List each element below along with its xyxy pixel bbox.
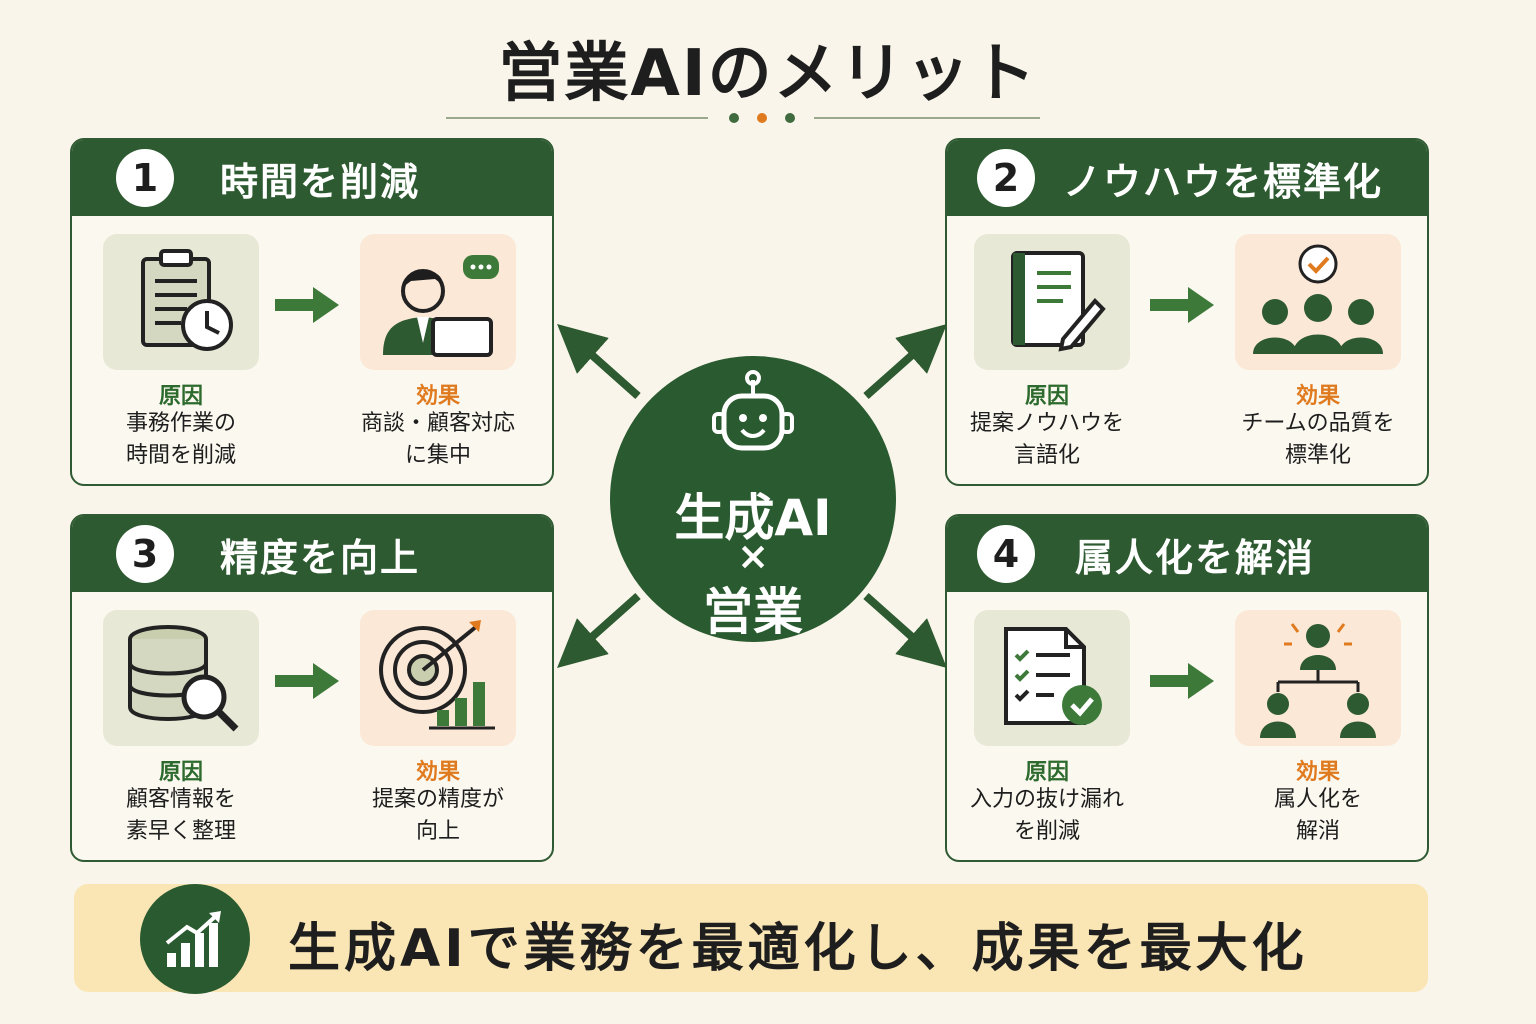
growth-chart-icon [140,884,250,994]
card-title: 属人化を解消 [1075,535,1316,580]
arrow-right-icon [1150,663,1214,699]
spoke-arrow-1 [557,324,641,399]
card-title: 精度を向上 [220,535,421,580]
card-title: ノウハウを標準化 [1063,159,1384,204]
card-number: 2 [977,149,1035,207]
title-dot [757,113,767,123]
target-chart-icon [360,610,516,746]
effect-description: 提案の精度が 向上 [371,787,504,844]
cause-label: 原因 [158,760,203,785]
effect-label: 効果 [1295,384,1340,409]
page-title: 営業AIのメリット [498,37,1038,111]
spoke-arrow-3 [557,593,641,668]
cause-description: 入力の抜け漏れ を削減 [969,787,1124,844]
book-pencil-icon [974,234,1130,370]
summary-banner: 生成AIで業務を最適化し、成果を最大化 [74,884,1428,994]
benefit-card-2: 2 ノウハウを標準化 原因 効果 提案ノウハウを 言語化 [945,138,1429,486]
database-search-icon [103,610,259,746]
salesperson-laptop-icon [360,234,516,370]
card-title: 時間を削減 [220,159,421,204]
clipboard-clock-icon [103,234,259,370]
spoke-arrow-4 [863,593,947,668]
title-rule-left [446,117,708,119]
benefit-card-4: 4 属人化を解消 [945,514,1429,862]
checklist-document-icon [974,610,1130,746]
team-check-icon [1235,234,1401,370]
title-dot [729,113,739,123]
hub-cross: × [737,534,769,578]
arrow-right-icon [1150,287,1214,323]
benefit-card-1: 1 時間を削減 原因 効果 事務作業の [70,138,554,486]
arrow-right-icon [275,663,339,699]
cause-label: 原因 [1024,384,1069,409]
effect-description: 属人化を 解消 [1273,787,1362,844]
cause-label: 原因 [158,384,203,409]
title-dot [785,113,795,123]
robot-icon [712,370,794,451]
card-header: 2 ノウハウを標準化 [947,140,1427,216]
card-header: 1 時間を削減 [72,140,552,216]
banner-text: 生成AIで業務を最適化し、成果を最大化 [288,919,1308,979]
cause-label: 原因 [1024,760,1069,785]
central-hub: 生成AI × 営業 [610,356,896,642]
card-header: 4 属人化を解消 [947,516,1427,592]
title-rule-right [814,117,1040,119]
spoke-arrow-2 [863,324,947,399]
card-header: 3 精度を向上 [72,516,552,592]
benefit-card-3: 3 精度を向上 原因 効果 顧客情報を 素早く整理 [70,514,554,862]
cause-description: 提案ノウハウを 言語化 [969,411,1124,468]
hub-subtitle: 営業 [703,583,803,641]
effect-label: 効果 [1295,760,1340,785]
card-number: 1 [116,149,174,207]
effect-description: チームの品質を 標準化 [1241,411,1395,468]
card-number: 3 [116,525,174,583]
hub-title: 生成AI [674,489,832,547]
cause-description: 事務作業の 時間を削減 [125,411,236,468]
card-number: 4 [977,525,1035,583]
effect-label: 効果 [415,384,460,409]
cause-description: 顧客情報を 素早く整理 [125,787,236,844]
effect-label: 効果 [415,760,460,785]
org-chart-icon [1235,610,1401,746]
arrow-right-icon [275,287,339,323]
effect-description: 商談・顧客対応 に集中 [360,411,515,468]
